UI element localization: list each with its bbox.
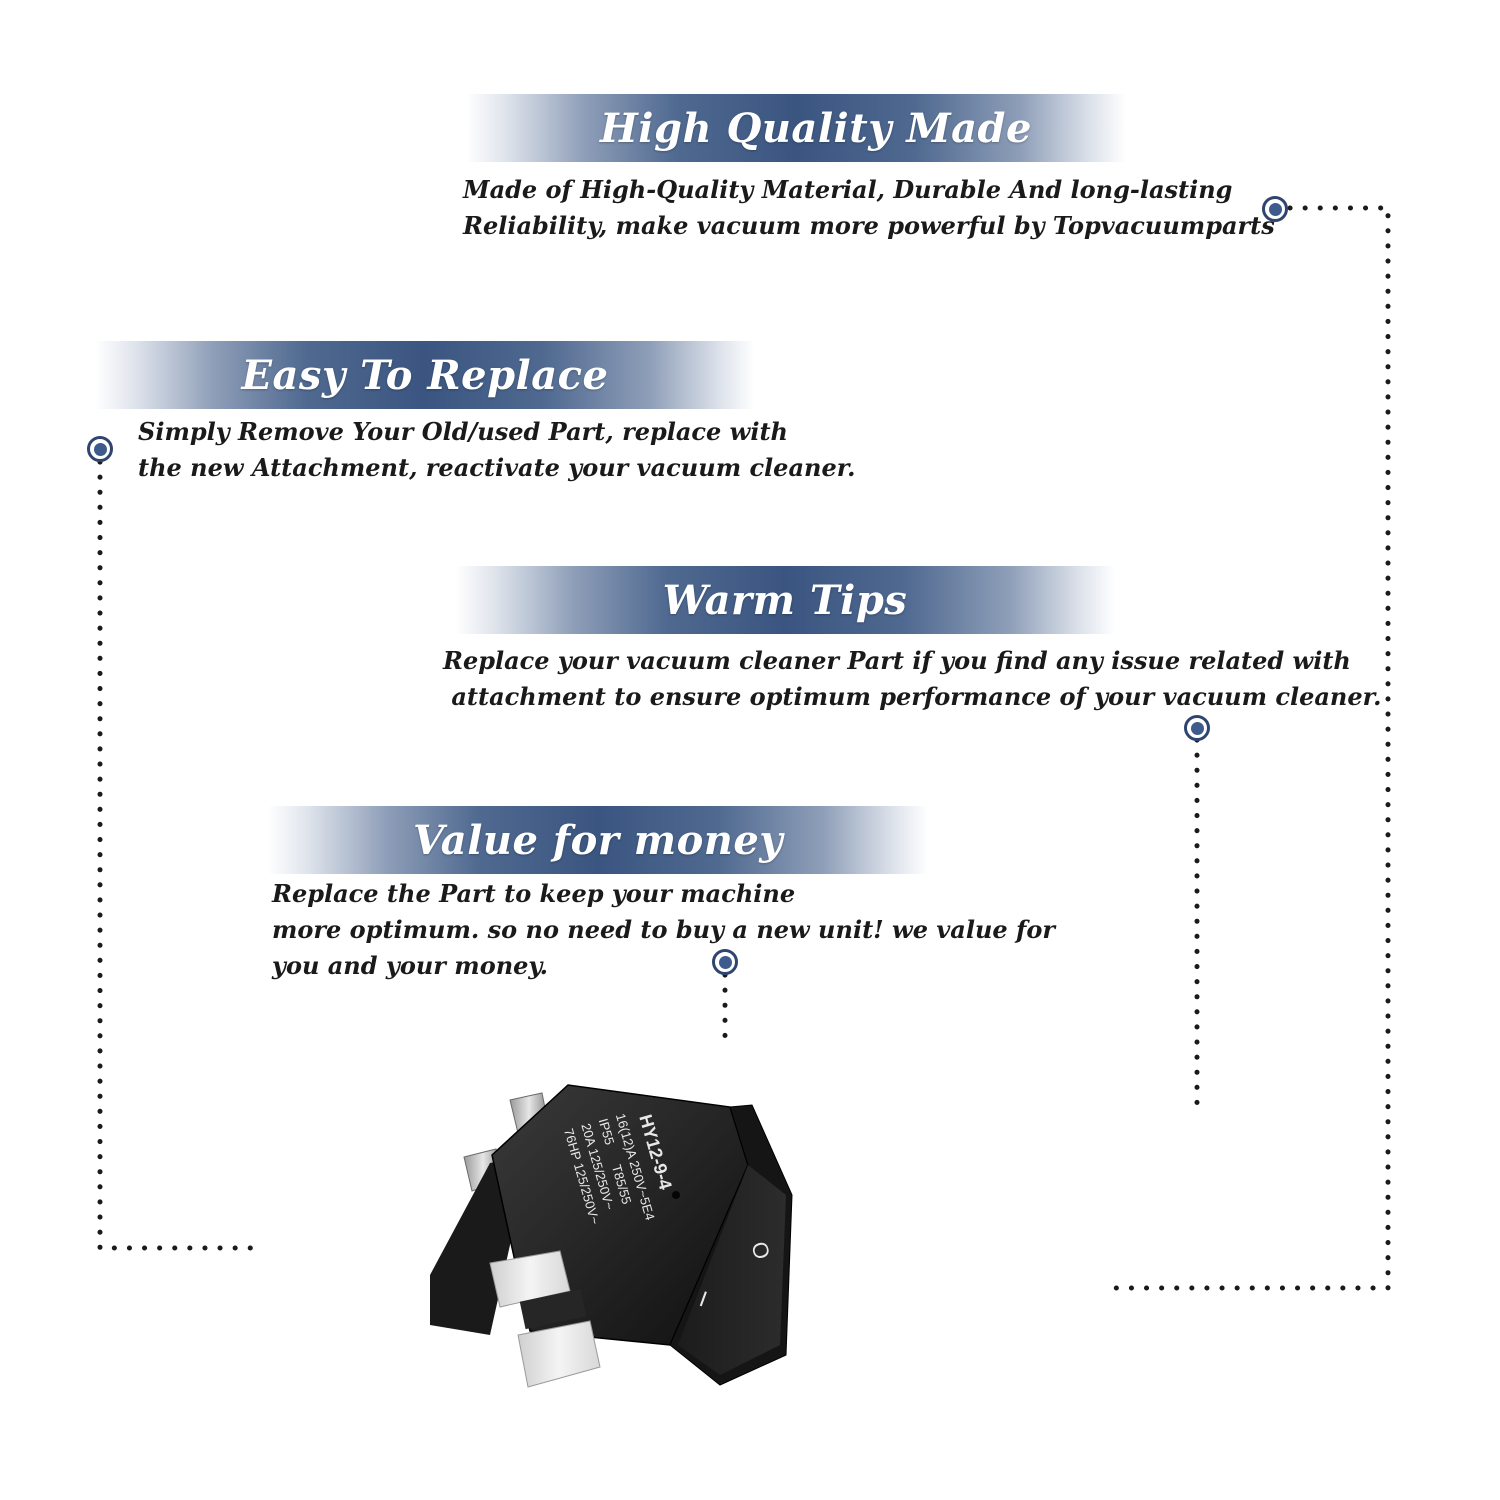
mounting-clip <box>489 1250 571 1308</box>
connector-high-quality <box>1102 205 1391 1291</box>
description-line: attachment to ensure optimum performance… <box>443 682 1382 711</box>
node-high-quality-icon <box>1262 196 1288 222</box>
mounting-clip <box>517 1320 601 1388</box>
description-easy-replace: Simply Remove Your Old/used Part, replac… <box>138 414 856 486</box>
banner-warm-tips: Warm Tips <box>455 566 1115 634</box>
description-line: more optimum. so no need to buy a new un… <box>272 915 1055 944</box>
off-mark: O <box>746 1239 775 1262</box>
banner-title: Easy To Replace <box>241 351 609 399</box>
description-warm-tips: Replace your vacuum cleaner Part if you … <box>443 643 1381 715</box>
rating-label: IP55 <box>596 1117 618 1147</box>
banner-title: High Quality Made <box>600 104 1032 152</box>
connector-easy-replace <box>97 459 265 1251</box>
description-line: Reliability, make vacuum more powerful b… <box>463 211 1275 240</box>
description-value-for-money: Replace the Part to keep your machine mo… <box>272 876 1055 984</box>
node-warm-tips-icon <box>1184 715 1210 741</box>
rocker-actuator <box>678 1165 786 1375</box>
node-value-icon <box>712 949 738 975</box>
description-line: Replace your vacuum cleaner Part if you … <box>443 646 1351 675</box>
node-easy-replace-icon <box>87 436 113 462</box>
banner-easy-replace: Easy To Replace <box>95 341 755 409</box>
description-line: the new Attachment, reactivate your vacu… <box>138 453 856 482</box>
banner-title: Warm Tips <box>662 576 908 624</box>
rocker-switch-image: HY12-9-4 16(12)A 250V~5E4 IP55 T85/55 20… <box>430 1084 793 1388</box>
banner-high-quality: High Quality Made <box>466 94 1126 162</box>
banner-title: Value for money <box>412 816 784 864</box>
description-high-quality: Made of High-Quality Material, Durable A… <box>463 172 1275 244</box>
description-line: you and your money. <box>272 951 548 980</box>
banner-value-for-money: Value for money <box>268 806 928 874</box>
description-line: Simply Remove Your Old/used Part, replac… <box>138 417 788 446</box>
description-line: Made of High-Quality Material, Durable A… <box>463 175 1233 204</box>
description-line: Replace the Part to keep your machine <box>272 879 796 908</box>
